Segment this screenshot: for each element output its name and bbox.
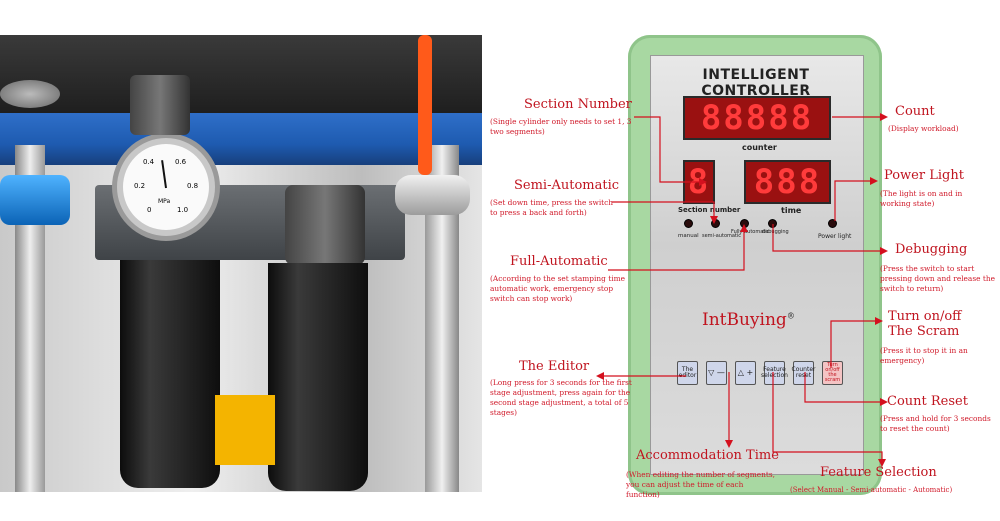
- gauge-tick-0-4: 0.4: [143, 158, 155, 166]
- count-reset-title: Count Reset: [887, 394, 968, 409]
- section-display: 8: [683, 160, 715, 204]
- blue-bar: [0, 113, 482, 165]
- counter-reset-button[interactable]: Counter reset: [792, 361, 816, 385]
- full-automatic-desc: (According to the set stamping time auto…: [490, 274, 625, 303]
- scram-button[interactable]: Turn on/off the scram: [822, 361, 843, 385]
- section-number-title: Section Number: [524, 97, 632, 112]
- feature-selection-desc: (Select Manual - Semi-automatic - Automa…: [790, 486, 953, 494]
- section-number-label: Section number: [678, 206, 741, 214]
- semi-automatic-desc: (Set down time, press the switch to pres…: [490, 198, 614, 217]
- section-number-desc: (Single cylinder only needs to set 1, 3 …: [490, 117, 632, 136]
- full-automatic-indicator: [740, 219, 749, 228]
- filter-head-right: [285, 185, 365, 265]
- accommodation-time-title: Accommodation Time: [636, 448, 779, 463]
- debugging-desc: (Press the switch to start pressing down…: [880, 264, 995, 293]
- increase-button[interactable]: △ +: [735, 361, 756, 385]
- full-automatic-title: Full-Automatic: [510, 254, 608, 269]
- elbow-fitting: [395, 175, 470, 215]
- filter-bowl-left: [120, 260, 220, 488]
- gauge-tick-0: 0: [147, 206, 152, 214]
- semi-automatic-indicator: [711, 219, 720, 228]
- the-editor-desc: (Long press for 3 seconds for the first …: [490, 378, 632, 417]
- lubricator-bowl-right: [268, 263, 368, 491]
- gauge-unit: MPa: [158, 198, 171, 205]
- the-editor-button[interactable]: The editor: [677, 361, 698, 385]
- debugging-title: Debugging: [895, 242, 968, 257]
- mode-label-full-automatic: Fully automatic: [731, 229, 770, 235]
- feature-selection-title: Feature Selection: [820, 465, 937, 480]
- machine-photo: 0 0.2 0.4 0.6 0.8 1.0 MPa: [0, 35, 482, 492]
- air-hose: [418, 35, 432, 175]
- yellow-base: [215, 395, 275, 465]
- brand-logo: IntBuying®: [702, 310, 795, 330]
- power-light-label: Power light: [818, 233, 852, 240]
- brand-name: IntBuying: [702, 310, 787, 330]
- accommodation-time-desc: (When editing the number of segments, yo…: [626, 470, 776, 499]
- count-display: 88888: [683, 96, 831, 140]
- mode-label-debugging: debugging: [762, 229, 789, 235]
- controller-header: INTELLIGENT CONTROLLER: [701, 67, 811, 99]
- pressure-gauge: 0 0.2 0.4 0.6 0.8 1.0 MPa: [112, 133, 220, 241]
- gauge-tick-0-6: 0.6: [175, 158, 187, 166]
- filter-head-left: [130, 75, 190, 135]
- decrease-button[interactable]: ▽ —: [706, 361, 727, 385]
- blue-fitting: [0, 175, 70, 225]
- top-knob: [0, 80, 60, 108]
- manual-indicator: [684, 219, 693, 228]
- feature-selection-button[interactable]: Feature selection: [761, 361, 788, 385]
- power-light-indicator: [828, 219, 837, 228]
- debugging-indicator: [768, 219, 777, 228]
- power-light-title: Power Light: [884, 168, 964, 183]
- gauge-tick-0-8: 0.8: [187, 182, 199, 190]
- count-reset-desc: (Press and hold for 3 seconds to reset t…: [880, 414, 991, 433]
- the-editor-title: The Editor: [519, 359, 590, 374]
- counter-label: counter: [742, 143, 777, 152]
- mode-label-manual: manual: [678, 233, 699, 239]
- top-plate: [0, 35, 482, 115]
- scram-desc: (Press it to stop it in an emergency): [880, 346, 968, 365]
- gauge-tick-0-2: 0.2: [134, 182, 146, 190]
- registered-mark: ®: [786, 311, 795, 321]
- time-label: time: [781, 206, 802, 215]
- semi-automatic-title: Semi-Automatic: [514, 178, 620, 193]
- scram-title-line2: The Scram: [888, 324, 960, 339]
- count-title: Count: [895, 104, 935, 119]
- count-desc: (Display workload): [888, 124, 959, 133]
- time-display: 888: [744, 160, 831, 204]
- scram-title-line1: Turn on/off: [888, 309, 962, 324]
- power-light-desc: (The light is on and in working state): [880, 189, 963, 208]
- gauge-tick-1-0: 1.0: [177, 206, 189, 214]
